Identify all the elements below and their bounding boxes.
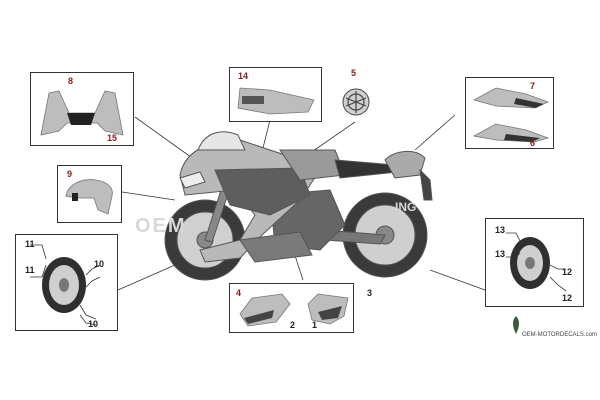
callout-10b: 10 bbox=[88, 319, 99, 329]
front-fender-panel: 9 bbox=[57, 165, 122, 223]
leader-lines bbox=[117, 114, 486, 291]
front-fender-decal-icon bbox=[65, 179, 113, 215]
callout-2: 2 bbox=[290, 320, 296, 330]
rear-wheel-panel: 13 13 12 12 bbox=[485, 218, 584, 307]
callout-12b: 12 bbox=[562, 293, 573, 303]
callout-11b: 11 bbox=[25, 265, 35, 275]
callout-8: 8 bbox=[68, 76, 74, 86]
callout-4: 4 bbox=[236, 288, 242, 298]
callout-13a: 13 bbox=[495, 225, 506, 235]
tuning-fork-emblem-icon bbox=[342, 88, 370, 116]
callout-10a: 10 bbox=[94, 259, 105, 269]
callout-3: 3 bbox=[367, 288, 373, 298]
seat-cowl-panel: 14 bbox=[229, 67, 322, 122]
callout-11a: 11 bbox=[25, 239, 35, 249]
tail-panel: 7 6 bbox=[465, 77, 554, 149]
callout-14: 14 bbox=[238, 71, 249, 81]
front-wheel-stripe-icon bbox=[30, 244, 101, 326]
callout-13b: 13 bbox=[495, 249, 506, 259]
rear-wheel-stripe-icon bbox=[506, 232, 567, 292]
brand-text: OEM-MOTORDECALS.com bbox=[522, 332, 597, 338]
callout-1: 1 bbox=[312, 320, 318, 330]
front-fairing-panel: 8 15 bbox=[30, 72, 134, 146]
callout-6: 6 bbox=[530, 138, 536, 148]
lower-cowl-decal-icon bbox=[239, 293, 349, 327]
callout-15: 15 bbox=[107, 133, 118, 143]
watermark-left: OEM bbox=[135, 215, 187, 237]
motorcycle bbox=[164, 131, 433, 281]
front-fairing-decal-icon bbox=[40, 90, 124, 136]
front-wheel-panel: 11 11 10 10 bbox=[15, 234, 118, 331]
seat-cowl-decal-icon bbox=[237, 87, 315, 115]
callout-12a: 12 bbox=[562, 267, 573, 277]
watermark-right: ING bbox=[395, 200, 417, 214]
brand-logo-icon bbox=[513, 316, 519, 334]
lower-cowl-panel: 4 2 3 1 bbox=[229, 283, 372, 333]
tail-decal-icon bbox=[472, 87, 550, 143]
callout-7: 7 bbox=[530, 81, 536, 91]
callout-9: 9 bbox=[67, 169, 73, 179]
callout-5: 5 bbox=[351, 68, 357, 78]
